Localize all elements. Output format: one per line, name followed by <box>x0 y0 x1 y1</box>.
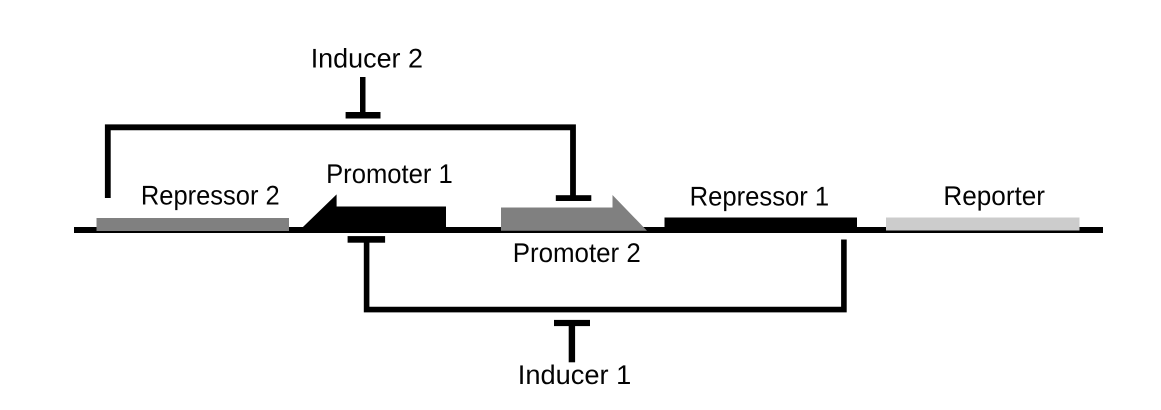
svg-text:Promoter 1: Promoter 1 <box>326 159 453 189</box>
svg-text:Inducer 2: Inducer 2 <box>311 44 423 74</box>
svg-text:Repressor 2: Repressor 2 <box>141 181 280 211</box>
svg-text:Reporter: Reporter <box>943 181 1045 211</box>
svg-text:Repressor 1: Repressor 1 <box>690 182 830 212</box>
svg-text:Inducer 1: Inducer 1 <box>518 360 632 390</box>
svg-text:Promoter 2: Promoter 2 <box>513 238 641 268</box>
